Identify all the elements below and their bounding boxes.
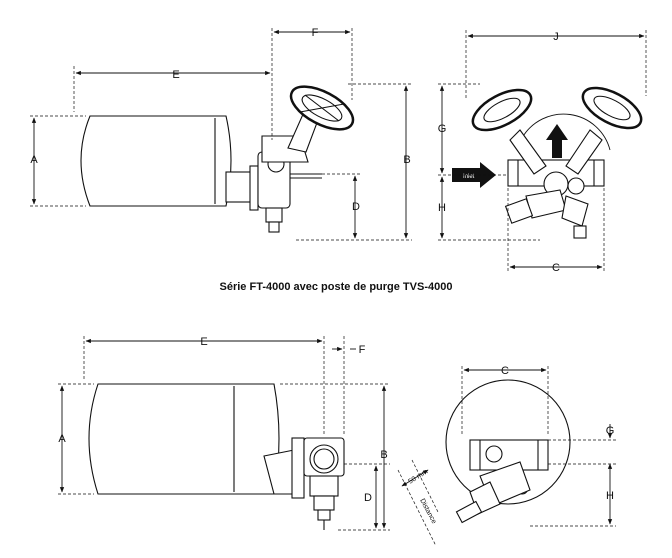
top-front-view [471,86,643,239]
figure-caption: Série FT-4000 avec poste de purge TVS-40… [219,281,453,293]
top-front-dimensions [438,30,647,272]
top-front-dim-j: J [553,31,559,43]
steam-trap-body [80,115,259,211]
inlet-label: Inlet [463,174,475,180]
connector-block [469,439,549,495]
clearance-value: 50 mm [407,468,429,485]
bottom-front-view [445,379,571,524]
bottom-front-dimensions [397,366,616,547]
pipe-connector [507,159,605,197]
top-side-dimensions [30,28,412,241]
drain-valve [504,189,589,239]
bottom-side-dim-e: E [200,336,207,348]
top-side-dim-d: D [352,201,360,213]
steam-trap-body-large [88,383,305,499]
bottom-side-dim-a: A [58,433,66,445]
valve-assembly [257,135,322,233]
valve-assembly-large [303,437,345,530]
bottom-side-view [88,383,345,530]
bottom-front-dim-c: C [501,365,509,377]
flow-arrow-up-icon [546,124,568,158]
bottom-side-dim-b: B [380,449,387,461]
top-side-view [80,85,355,233]
bottom-front-dim-g: G [606,425,615,437]
bottom-side-dimensions [58,336,390,531]
bottom-side-dim-f: F [359,344,366,356]
top-front-dim-h: H [438,202,446,214]
top-side-dim-f: F [312,27,319,39]
right-handwheel-icon [565,86,643,175]
handwheel-icon [287,85,355,153]
top-side-dim-e: E [172,69,179,81]
top-side-dim-a: A [30,154,38,166]
left-handwheel-icon [471,88,547,175]
top-side-dim-b: B [403,154,410,166]
drain-assembly [455,461,531,524]
clearance-label: Distance [418,498,437,525]
top-front-dim-g: G [438,123,447,135]
bottom-side-dim-d: D [364,492,372,504]
top-front-dim-c: C [552,262,560,274]
bottom-front-dim-h: H [606,490,614,502]
